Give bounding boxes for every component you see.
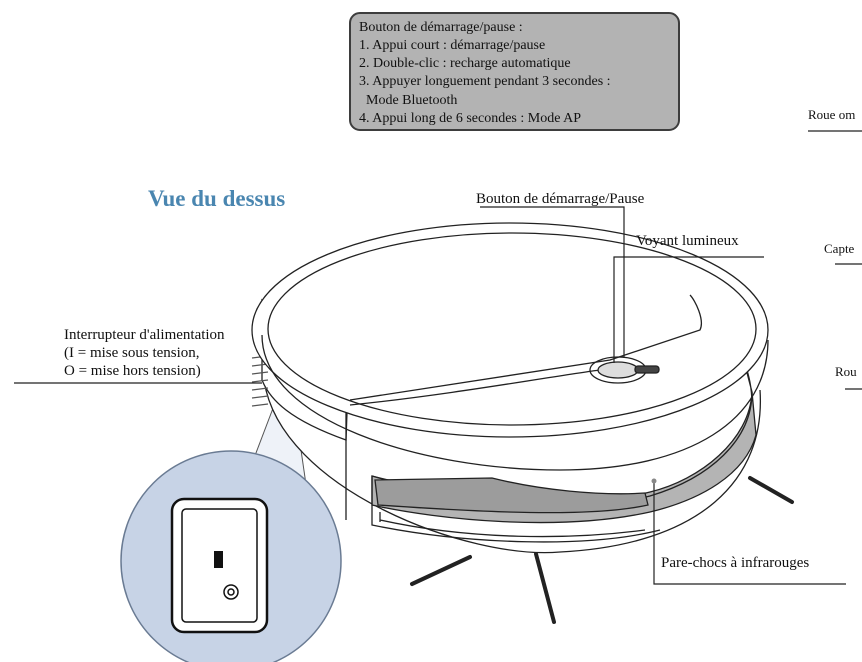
callout-box: Bouton de démarrage/pause : 1. Appui cou… — [349, 12, 680, 131]
power-switch-label: O = mise hors tension) — [64, 363, 201, 379]
switch-zoom — [120, 381, 342, 662]
edge-label: Capte — [824, 241, 855, 256]
edge-label: Rou — [835, 364, 857, 379]
power-switch-label: Interrupteur d'alimentation — [64, 327, 225, 343]
bumper-marker — [651, 478, 657, 484]
robot-body — [251, 222, 769, 554]
bumper-label: Pare-chocs à infrarouges — [661, 555, 810, 571]
start-button-label: Bouton de démarrage/Pause — [476, 191, 645, 207]
callout-line: 2. Double-clic : recharge automatique — [359, 56, 571, 71]
indicator-label: Voyant lumineux — [636, 233, 739, 249]
callout-line: Bouton de démarrage/pause : — [359, 20, 523, 35]
leader-lines — [14, 130, 862, 585]
power-switch-label: (I = mise sous tension, — [64, 345, 200, 361]
callout-line: Mode Bluetooth — [366, 93, 458, 108]
callout-line: 3. Appuyer longuement pendant 3 secondes… — [359, 74, 611, 89]
callout-line: 4. Appui long de 6 secondes : Mode AP — [359, 111, 582, 126]
callout-line: 1. Appui court : démarrage/pause — [359, 38, 546, 53]
side-brush — [410, 476, 794, 624]
edge-label: Roue om — [808, 107, 856, 122]
page-title: Vue du dessus — [148, 186, 286, 211]
